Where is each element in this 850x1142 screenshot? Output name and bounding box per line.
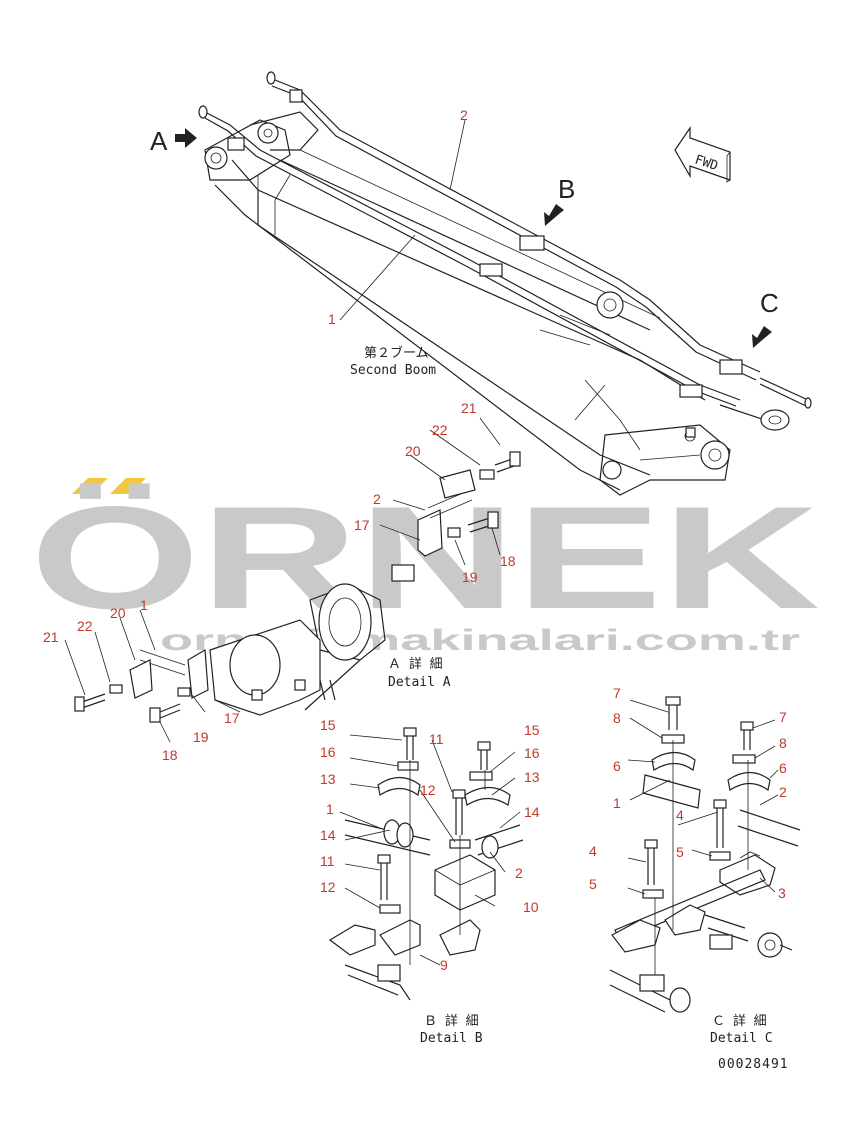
- drawing-number: 00028491: [718, 1057, 789, 1072]
- callout-number: 22: [432, 422, 448, 438]
- view-arrow-a: A: [150, 126, 197, 156]
- callout-number: 19: [193, 729, 209, 745]
- callout-number: 18: [162, 747, 178, 763]
- watermark-accent-right: [110, 478, 146, 494]
- diagram-title-en: Second Boom: [350, 363, 436, 378]
- fwd-label: FWD: [693, 153, 720, 175]
- callout-number: 8: [779, 735, 787, 751]
- callout-number: 11: [429, 731, 444, 747]
- callout-number: 1: [140, 597, 148, 613]
- detail-c-title-en: Detail C: [710, 1031, 773, 1046]
- callout-number: 21: [43, 629, 59, 645]
- callout-number: 6: [779, 760, 787, 776]
- view-arrow-b: B: [544, 174, 575, 226]
- callout-number: 9: [440, 957, 448, 973]
- callout-number: 19: [462, 569, 478, 585]
- callout-number: 5: [676, 844, 684, 860]
- callout-number: 4: [589, 843, 597, 859]
- callout-number: 1: [613, 795, 621, 811]
- callout-number: 13: [320, 771, 336, 787]
- callout-number: 12: [420, 782, 436, 798]
- detail-c-drawing: [609, 696, 801, 1013]
- callout-number: 15: [320, 717, 336, 733]
- callout-numbers: 2 1 21 22 20 2 17 18 19 1 20 22 21 17 19…: [43, 107, 787, 973]
- detail-c-title-jp: Ｃ 詳 細: [712, 1013, 767, 1029]
- callout-number: 7: [779, 709, 787, 725]
- callout-number: 2: [373, 491, 381, 507]
- callout-number: 10: [523, 899, 539, 915]
- callout-number: 11: [320, 853, 335, 869]
- detail-b-title-jp: Ｂ 詳 細: [424, 1013, 479, 1029]
- callout-number: 4: [676, 807, 684, 823]
- callout-number: 15: [524, 722, 540, 738]
- detail-b-drawing: [328, 727, 524, 1001]
- view-arrow-c: C: [752, 288, 779, 348]
- watermark-main-text: ÖRNEK: [30, 476, 820, 639]
- main-leaders: [339, 119, 466, 321]
- callout-number: 2: [460, 107, 468, 123]
- callout-number: 8: [613, 710, 621, 726]
- view-b-label: B: [558, 174, 575, 204]
- fwd-arrow: FWD: [674, 126, 731, 183]
- callout-number: 7: [613, 685, 621, 701]
- callout-number: 13: [524, 769, 540, 785]
- callout-number: 17: [354, 517, 370, 533]
- view-a-label: A: [150, 126, 168, 156]
- detail-b-title-en: Detail B: [420, 1031, 483, 1046]
- second-boom-drawing: [198, 71, 812, 496]
- diagram-title-jp: 第２ブーム: [364, 345, 429, 361]
- detail-a-drawing: [64, 417, 521, 743]
- callout-number: 5: [589, 876, 597, 892]
- callout-number: 14: [320, 827, 336, 843]
- callout-number: 20: [405, 443, 421, 459]
- callout-number: 6: [613, 758, 621, 774]
- callout-number: 12: [320, 879, 336, 895]
- view-c-label: C: [760, 288, 779, 318]
- callout-number: 22: [77, 618, 93, 634]
- callout-number: 16: [524, 745, 540, 761]
- detail-a-title-en: Detail A: [388, 675, 451, 690]
- callout-number: 1: [326, 801, 334, 817]
- watermark: ÖRNEK ornekismakinalari.com.tr: [30, 476, 820, 657]
- callout-number: 21: [461, 400, 477, 416]
- callout-number: 18: [500, 553, 516, 569]
- detail-a-title-jp: Ａ 詳 細: [388, 656, 443, 672]
- callout-number: 17: [224, 710, 240, 726]
- callout-number: 2: [779, 784, 787, 800]
- watermark-accent-left: [72, 478, 108, 494]
- callout-number: 2: [515, 865, 523, 881]
- callout-number: 14: [524, 804, 540, 820]
- callout-number: 3: [778, 885, 786, 901]
- callout-number: 16: [320, 744, 336, 760]
- callout-number: 1: [328, 311, 336, 327]
- callout-number: 20: [110, 605, 126, 621]
